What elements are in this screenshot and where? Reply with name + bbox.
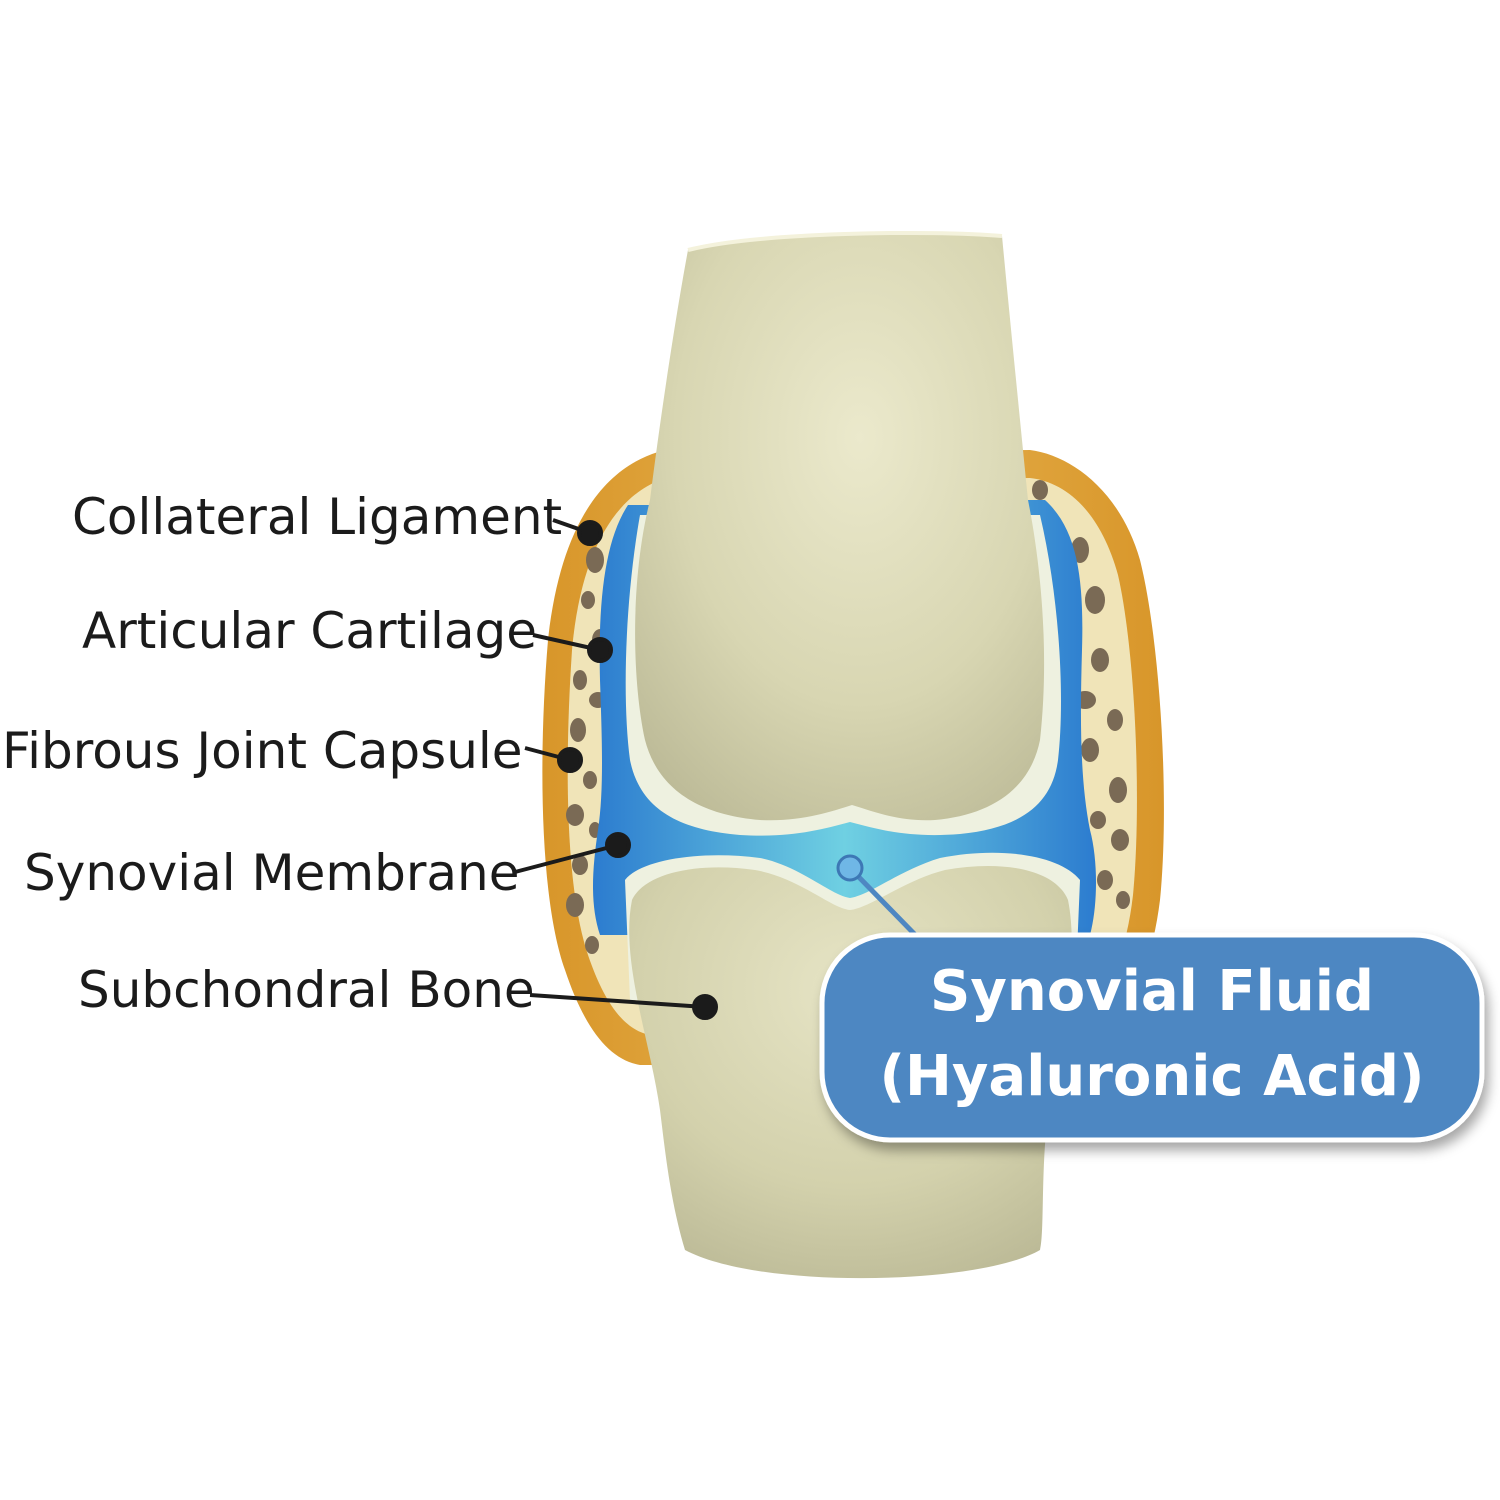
label-articular-cartilage: Articular Cartilage (82, 602, 537, 660)
capsule-spots (566, 480, 1130, 954)
callout-line-2: (Hyaluronic Acid) (879, 1044, 1424, 1109)
label-fibrous-joint-capsule: Fibrous Joint Capsule (2, 722, 523, 780)
label-collateral-ligament: Collateral Ligament (72, 488, 562, 546)
upper-bone-shape (635, 231, 1045, 821)
callout-line-1: Synovial Fluid (930, 959, 1374, 1024)
synovial-fluid-callout: Synovial Fluid (Hyaluronic Acid) (819, 932, 1485, 1143)
upper-bone-top-edge (687, 230, 1003, 252)
label-synovial-membrane: Synovial Membrane (24, 844, 520, 902)
leader-lines (514, 518, 718, 1020)
label-subchondral-bone: Subchondral Bone (78, 961, 535, 1019)
